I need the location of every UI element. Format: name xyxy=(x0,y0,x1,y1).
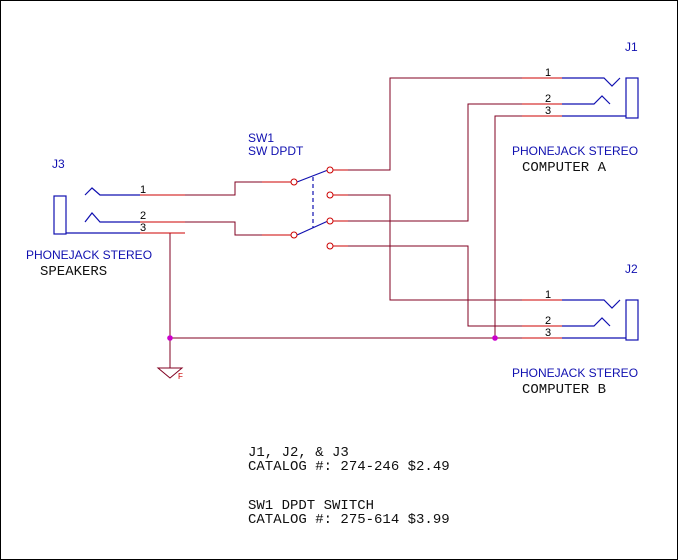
j3-value-label: SPEAKERS xyxy=(40,264,107,280)
j1-pin-1: 1 xyxy=(545,67,551,79)
j1-refdes: J1 xyxy=(625,40,638,54)
j1-value-label: COMPUTER A xyxy=(522,160,607,176)
wire-j3-sleeve xyxy=(169,232,185,368)
j1-pin-3: 3 xyxy=(545,105,551,117)
wire-sw-j2-tip xyxy=(348,194,522,301)
j1-pin-2: 2 xyxy=(545,93,551,105)
wire-sw-j1-ring xyxy=(348,103,522,222)
wire-sw-j2-ring xyxy=(348,245,522,327)
sw1-type-label: SW DPDT xyxy=(248,144,304,158)
note-jacks-catalog: CATALOG #: 274-246 $2.49 xyxy=(248,459,450,475)
sw1-refdes: SW1 xyxy=(248,131,274,145)
ground-label: F xyxy=(178,372,183,381)
j3-pin-2: 2 xyxy=(140,210,146,222)
junction-dots xyxy=(167,335,498,341)
j3-refdes: J3 xyxy=(52,157,65,171)
j3-pin-1: 1 xyxy=(140,184,146,196)
j3-pin-3: 3 xyxy=(140,222,146,234)
j2-pin-1: 1 xyxy=(545,289,551,301)
j3-jack-symbol xyxy=(53,187,140,235)
wire-j3-ring xyxy=(185,221,262,236)
note-jacks-line: J1, J2, & J3 xyxy=(248,445,349,461)
ground-icon xyxy=(156,367,184,379)
j2-value-label: COMPUTER B xyxy=(522,382,606,398)
j3-type-label: PHONEJACK STEREO xyxy=(26,248,152,262)
note-switch-catalog: CATALOG #: 275-614 $3.99 xyxy=(248,512,450,528)
j2-pin-2: 2 xyxy=(545,315,551,327)
wire-sw-j1-tip xyxy=(348,77,522,171)
sw1-switch-symbol xyxy=(290,166,334,250)
note-switch-line: SW1 DPDT SWITCH xyxy=(248,498,374,514)
j1-type-label: PHONEJACK STEREO xyxy=(512,144,638,158)
j1-jack-symbol xyxy=(562,77,639,119)
j2-type-label: PHONEJACK STEREO xyxy=(512,366,638,380)
j2-jack-symbol xyxy=(562,299,639,341)
wire-j1-sleeve xyxy=(494,115,522,338)
j2-pin-3: 3 xyxy=(545,327,551,339)
j2-refdes: J2 xyxy=(625,262,638,276)
pin-stubs xyxy=(140,77,562,339)
wires xyxy=(169,77,522,368)
wire-j3-tip xyxy=(185,181,262,196)
